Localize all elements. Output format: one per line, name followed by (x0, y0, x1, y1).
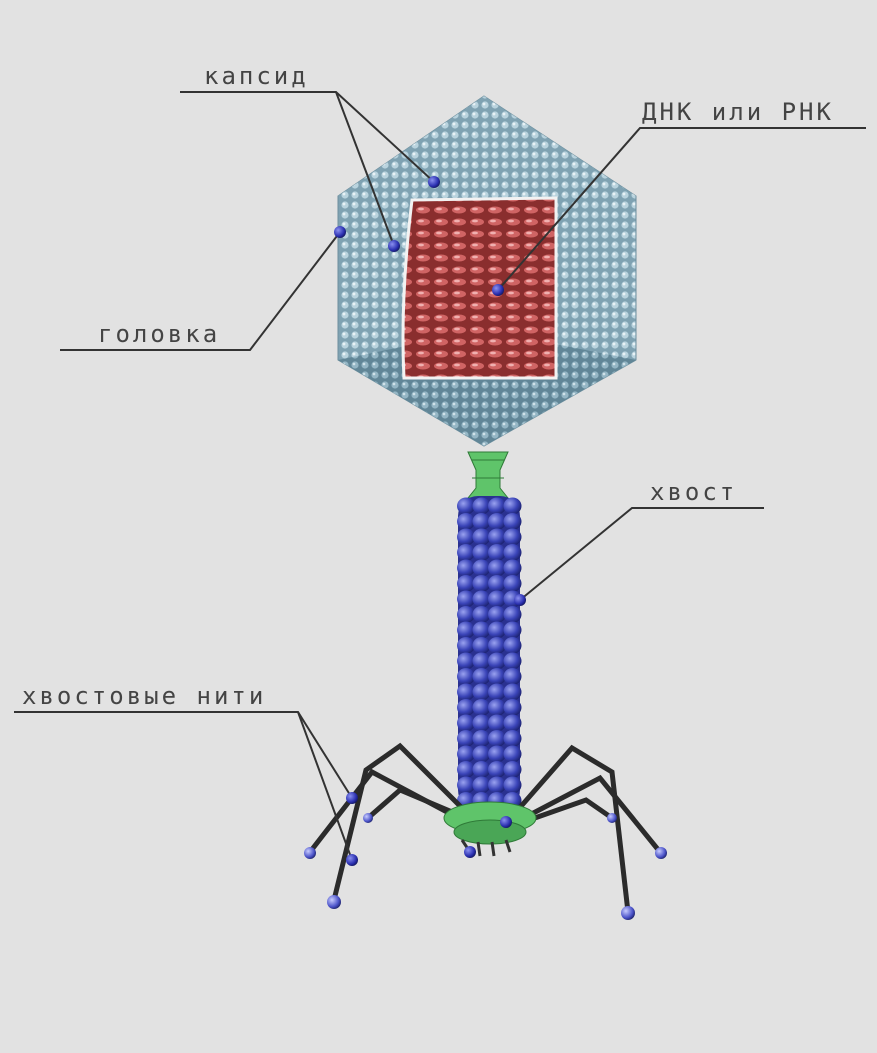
tail-bead (504, 777, 522, 794)
tail-bead (488, 653, 506, 670)
tail-bead (457, 684, 475, 701)
label-tail-fibers: хвостовые нити (22, 682, 266, 710)
tail-bead (473, 668, 491, 685)
tail-bead (473, 684, 491, 701)
tail-bead (504, 668, 522, 685)
tail-bead (457, 544, 475, 561)
tail-bead (504, 730, 522, 747)
tail-bead (488, 637, 506, 654)
tail-bead (504, 560, 522, 577)
tail-bead (457, 622, 475, 639)
leader-tail-fibers (14, 712, 352, 798)
tail-bead (457, 715, 475, 732)
label-tail: хвост (650, 478, 737, 506)
tail-bead (473, 699, 491, 716)
tail-bead (473, 498, 491, 515)
base-plate (444, 802, 536, 856)
tail-bead (473, 560, 491, 577)
tail-bead (473, 544, 491, 561)
tail-bead (473, 746, 491, 763)
tail-bead (457, 653, 475, 670)
tail-bead (473, 777, 491, 794)
tail-bead (457, 498, 475, 515)
tail-bead (504, 684, 522, 701)
tail-bead (488, 668, 506, 685)
tail-bead (488, 684, 506, 701)
label-capsid: капсид (204, 62, 309, 90)
tail-bead (504, 575, 522, 592)
tail-bead (488, 513, 506, 530)
tail-bead (457, 730, 475, 747)
tail-bead (457, 761, 475, 778)
tail-bead (488, 777, 506, 794)
tail-bead (488, 591, 506, 608)
tail-bead (457, 606, 475, 623)
tail-bead (488, 560, 506, 577)
tail-bead (473, 622, 491, 639)
tail-bead (488, 498, 506, 515)
tail-bead (473, 591, 491, 608)
tail-bead (457, 699, 475, 716)
tail-bead (473, 513, 491, 530)
tail-bead (504, 746, 522, 763)
tail-bead (488, 715, 506, 732)
tail-bead (473, 761, 491, 778)
tail-bead (504, 498, 522, 515)
tail-bead (473, 653, 491, 670)
tail-bead (473, 529, 491, 546)
label-head: головка (98, 320, 220, 348)
tail-sheath (457, 496, 522, 810)
tail-bead (473, 715, 491, 732)
tail-bead (473, 637, 491, 654)
tail-bead (504, 544, 522, 561)
tail-bead (504, 699, 522, 716)
tail-bead (504, 513, 522, 530)
tail-bead (488, 699, 506, 716)
tail-bead (457, 575, 475, 592)
tail-bead (457, 746, 475, 763)
tail-bead (504, 761, 522, 778)
tail-bead (473, 575, 491, 592)
capsid-head (338, 96, 636, 446)
tail-bead (457, 560, 475, 577)
tail-bead (504, 637, 522, 654)
leader-tail (520, 508, 764, 600)
tail-bead (488, 730, 506, 747)
tail-bead (488, 575, 506, 592)
tail-bead (504, 606, 522, 623)
tail-bead (504, 653, 522, 670)
tail-bead (473, 730, 491, 747)
tail-bead (504, 622, 522, 639)
tail-bead (488, 746, 506, 763)
tail-bead (504, 529, 522, 546)
tail-bead (488, 529, 506, 546)
tail-bead (457, 668, 475, 685)
tail-bead (457, 513, 475, 530)
tail-bead (457, 529, 475, 546)
tail-bead (488, 622, 506, 639)
tail-bead (488, 761, 506, 778)
tail-bead (488, 606, 506, 623)
label-nucleic-acid: ДНК или РНК (642, 98, 834, 126)
tail-bead (457, 777, 475, 794)
nucleic-acid-cutaway (403, 198, 556, 378)
collar (468, 452, 508, 498)
tail-bead (457, 637, 475, 654)
tail-bead (504, 715, 522, 732)
tail-bead (473, 606, 491, 623)
tail-bead (488, 544, 506, 561)
tail-bead (457, 591, 475, 608)
